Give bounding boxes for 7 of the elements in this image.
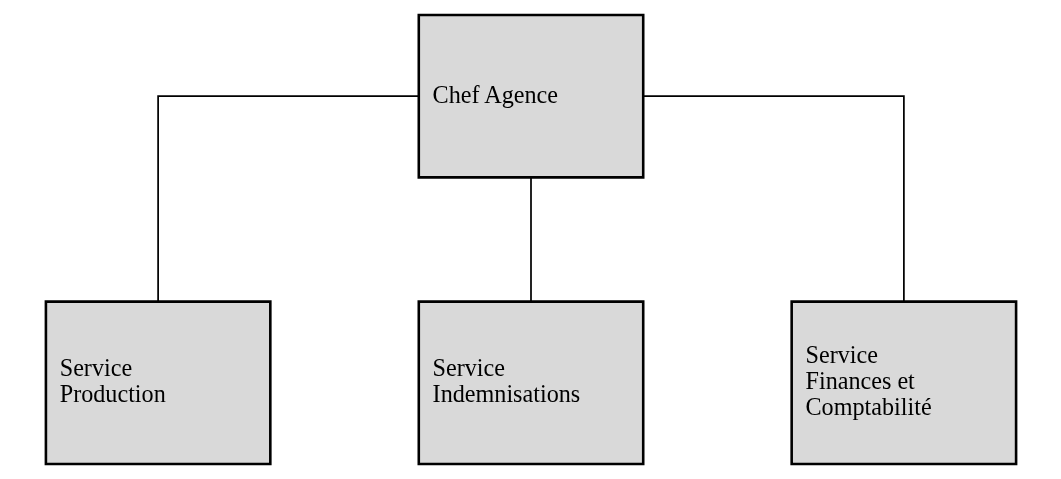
node-box: Service Production: [44, 300, 272, 466]
node-box: Service Indemnisations: [417, 300, 644, 466]
connector: [642, 95, 905, 303]
connector: [156, 95, 419, 303]
node-box: Service Finances et Comptabilité: [789, 300, 1017, 466]
connector: [529, 176, 532, 303]
node-box: Chef Agence: [417, 13, 644, 179]
